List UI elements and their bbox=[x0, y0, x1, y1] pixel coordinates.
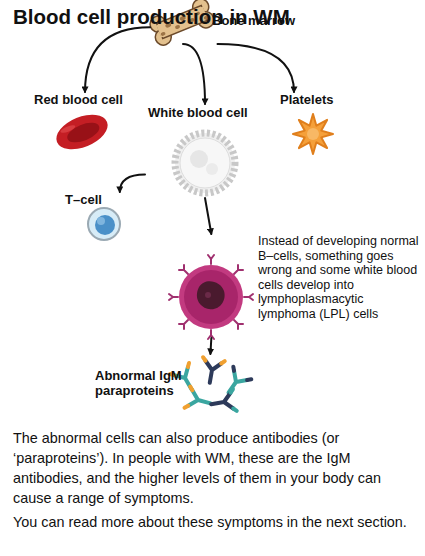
node-label: Red blood cell bbox=[34, 92, 130, 107]
flow-arrow bbox=[209, 338, 212, 354]
igm-antibody-illustration bbox=[170, 357, 251, 415]
flow-arrow bbox=[183, 44, 205, 104]
t-cell-illustration bbox=[88, 208, 120, 240]
red-cell-illustration bbox=[51, 108, 112, 156]
cell-node: Instead of developing normal B–cells, so… bbox=[168, 234, 423, 338]
cell-node: Abnormal IgM paraproteins bbox=[92, 354, 252, 416]
flow-arrow bbox=[218, 44, 295, 92]
node-label: White blood cell bbox=[148, 105, 265, 120]
flow-arrow bbox=[85, 27, 150, 92]
node-label: Platelets bbox=[280, 92, 358, 107]
cell-node: White blood cell bbox=[145, 104, 265, 198]
cell-node: T–cell bbox=[62, 192, 130, 244]
cell-node: Red blood cell bbox=[30, 92, 130, 154]
cell-node: Platelets bbox=[278, 92, 358, 158]
flow-arrow bbox=[205, 198, 211, 234]
platelet-illustration bbox=[293, 114, 333, 154]
body-text: The abnormal cells can also produce anti… bbox=[13, 428, 417, 508]
node-label: Abnormal IgM paraproteins bbox=[95, 368, 185, 398]
lpl-cell-illustration bbox=[169, 255, 253, 339]
flow-arrow bbox=[120, 175, 145, 193]
white-cell-illustration bbox=[175, 133, 235, 193]
body-text: You can read more about these symptoms i… bbox=[13, 512, 417, 532]
node-label: T–cell bbox=[65, 192, 129, 207]
cell-node: Bone marrow bbox=[150, 2, 300, 44]
callout-note: Instead of developing normal B–cells, so… bbox=[258, 234, 420, 322]
node-label: Bone marrow bbox=[212, 13, 300, 28]
